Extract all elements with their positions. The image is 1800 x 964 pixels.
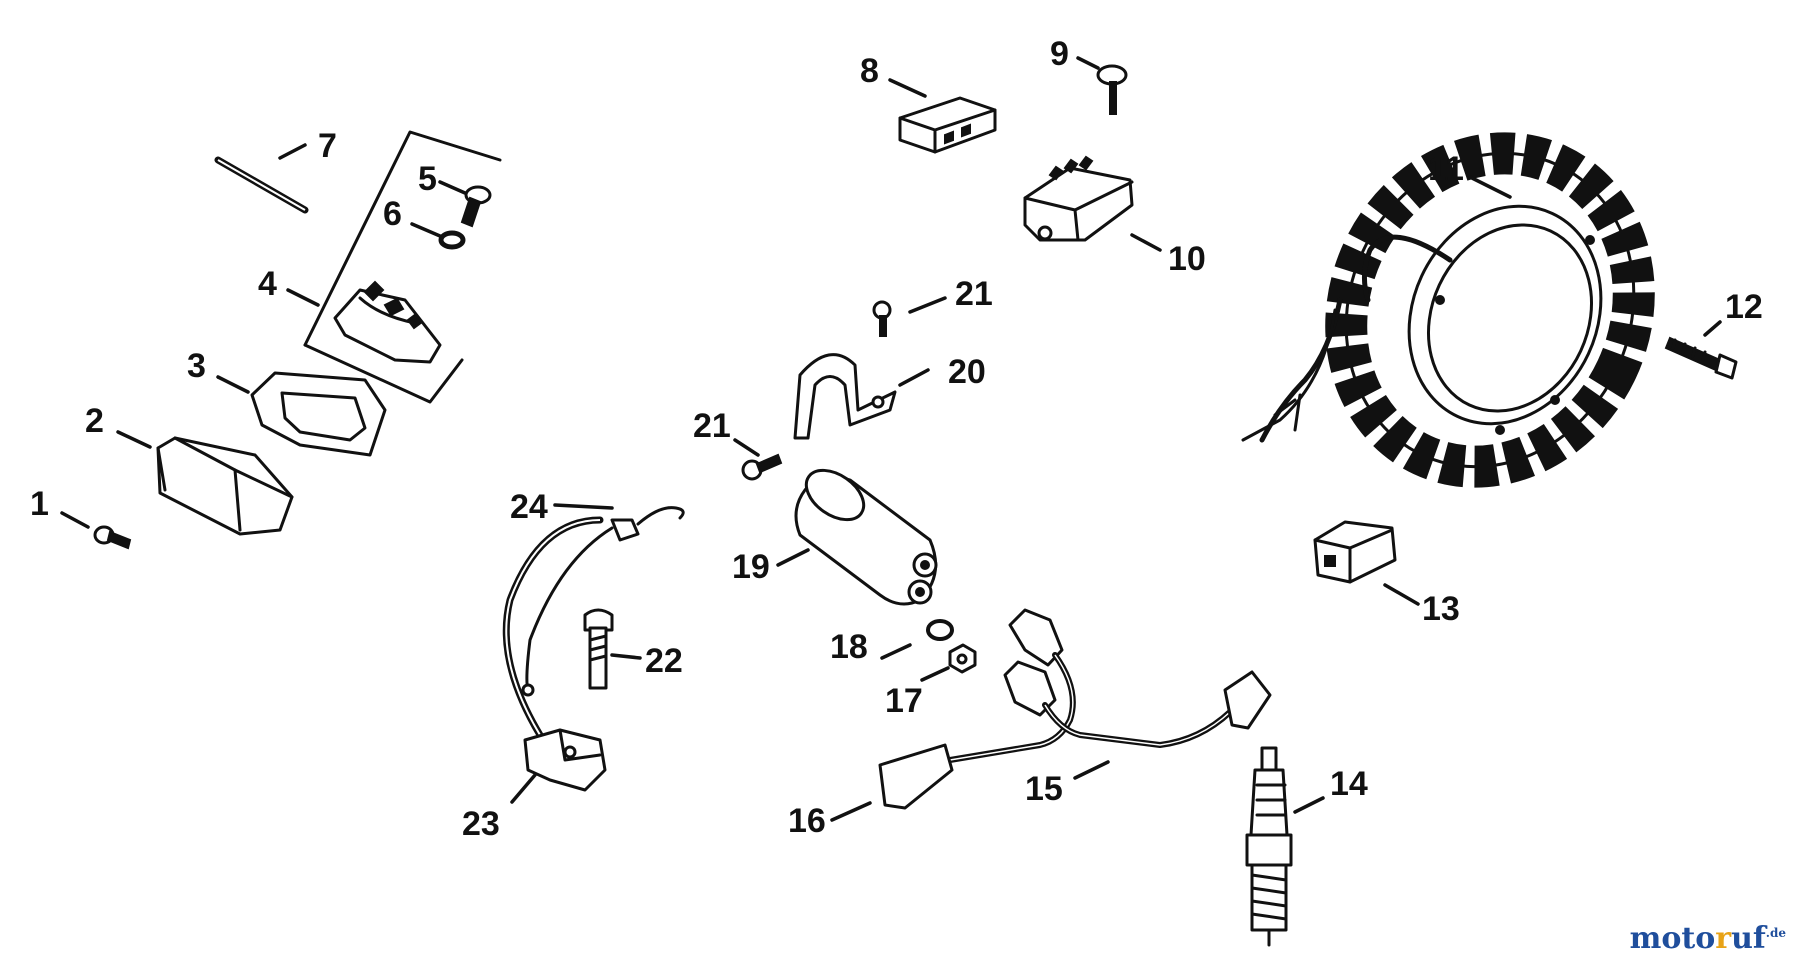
callout-8: 8 bbox=[860, 52, 879, 90]
part-screw-1 bbox=[93, 525, 132, 550]
part-screw-21b bbox=[741, 453, 783, 481]
watermark-logo: motoruf.de bbox=[1629, 921, 1786, 956]
callout-23: 23 bbox=[462, 805, 500, 843]
part-bolt-22 bbox=[583, 608, 614, 690]
part-washer-18 bbox=[926, 619, 954, 641]
part-cover bbox=[156, 436, 294, 536]
part-connector-13 bbox=[1313, 520, 1397, 584]
part-rod bbox=[214, 156, 309, 214]
callout-5: 5 bbox=[418, 160, 437, 198]
part-coil-19 bbox=[794, 468, 938, 606]
callout-13: 13 bbox=[1422, 590, 1460, 628]
callout-20: 20 bbox=[948, 353, 986, 391]
callout-12: 12 bbox=[1725, 288, 1763, 326]
part-spark-plug-14 bbox=[1245, 746, 1293, 947]
callout-24: 24 bbox=[510, 488, 548, 526]
part-stator-11 bbox=[1241, 132, 1655, 488]
part-ht-lead-15-16 bbox=[878, 608, 1272, 810]
part-module-8 bbox=[898, 96, 997, 154]
callout-15: 15 bbox=[1025, 770, 1063, 808]
callout-22: 22 bbox=[645, 642, 683, 680]
callout-16: 16 bbox=[788, 802, 826, 840]
callout-7: 7 bbox=[318, 127, 337, 165]
part-clamp-20 bbox=[793, 353, 897, 440]
callout-18: 18 bbox=[830, 628, 868, 666]
part-washer-6 bbox=[438, 230, 466, 250]
callout-11: 11 bbox=[1428, 150, 1464, 188]
part-bracket bbox=[303, 130, 502, 404]
callout-17: 17 bbox=[885, 682, 923, 720]
callout-1: 1 bbox=[30, 485, 49, 523]
part-screw-5 bbox=[460, 185, 492, 228]
callout-21: 21 bbox=[693, 407, 731, 445]
leader-lines bbox=[60, 56, 1722, 822]
callout-2: 2 bbox=[85, 402, 104, 440]
callout-9: 9 bbox=[1050, 35, 1069, 73]
callout-3: 3 bbox=[187, 347, 206, 385]
part-regulator-10 bbox=[1023, 155, 1134, 242]
callout-10: 10 bbox=[1168, 240, 1206, 278]
part-nut-17 bbox=[948, 643, 977, 674]
callout-19: 19 bbox=[732, 548, 770, 586]
callout-labels: 1 2 3 4 5 6 7 8 9 10 11 12 13 14 15 16 1… bbox=[30, 35, 1763, 843]
callout-21: 21 bbox=[955, 275, 993, 313]
part-bolt-12 bbox=[1664, 336, 1738, 380]
callout-4: 4 bbox=[258, 265, 277, 303]
callout-6: 6 bbox=[383, 195, 402, 233]
part-screw-9 bbox=[1096, 64, 1128, 115]
part-screw-21a bbox=[872, 300, 892, 337]
part-gasket bbox=[250, 371, 387, 457]
callout-14: 14 bbox=[1330, 765, 1368, 803]
part-module-23 bbox=[502, 506, 685, 792]
